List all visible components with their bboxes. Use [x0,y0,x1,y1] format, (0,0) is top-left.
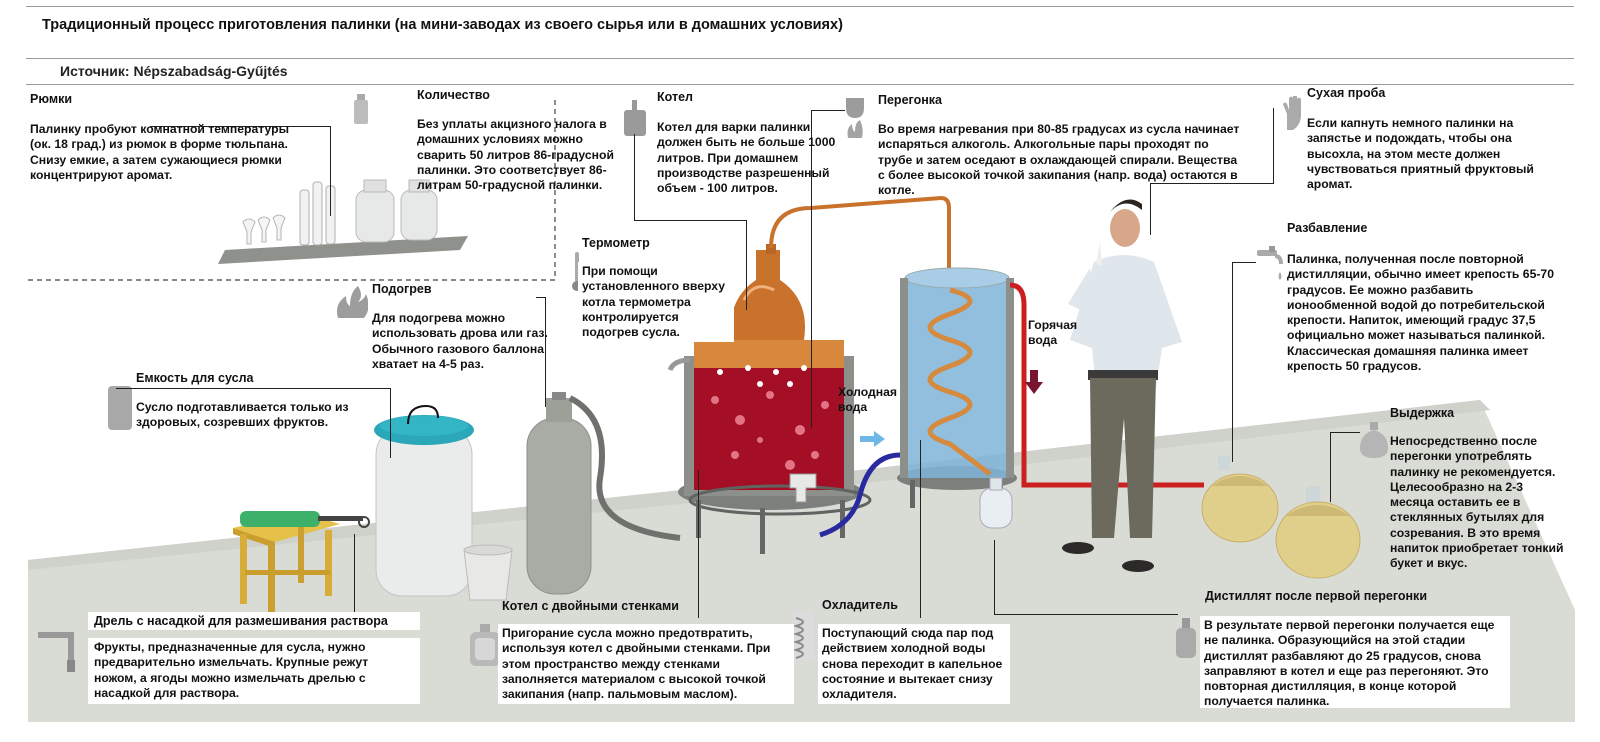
cooler-title: Охладитель [822,598,898,612]
drill-text: Фрукты, предназначенные для сусла, нужно… [88,638,420,704]
mash-text: Сусло подготавливается только из здоровы… [132,398,372,433]
copper-boiler [667,244,872,554]
distill-text: Во время нагревания при 80-85 градусах и… [878,122,1240,198]
glasses-title: Рюмки [30,92,73,106]
double-wall-title: Котел с двойными стенками [502,599,679,613]
bucket [463,544,513,601]
source-credit: Источник: Népszabadság-Gyűjtés [60,63,288,79]
leader-glasses-v [330,126,331,216]
tap-icon [1257,246,1283,280]
thermometer-title: Термометр [582,236,650,250]
coil-icon [792,610,814,660]
cold-water-arrow [860,431,885,447]
man-figure [1062,199,1182,572]
leader-aging-h [1330,432,1360,433]
dry-test-title: Сухая проба [1307,86,1386,100]
leader-distill [811,110,812,428]
distillate-flask [979,477,1013,529]
distill-title: Перегонка [878,93,942,107]
leader-mash-h [116,388,391,389]
leader-distillate-h [994,614,1178,615]
dilution-title: Разбавление [1287,221,1368,235]
dilution-text: Палинка, полученная после повторной дист… [1287,252,1554,374]
mash-barrel [374,404,474,597]
leader-mash [390,388,391,458]
still-icon [846,98,864,138]
leader-heating-h [536,297,546,298]
boiler-title: Котел [657,90,693,104]
vapour-drops [717,365,807,387]
hot-water-arrow [1025,370,1043,394]
tall-bottles [299,181,336,246]
title-rule [26,58,1574,59]
leader-drytest [1273,108,1274,183]
hot-water-label: Горячая вода [1028,318,1078,348]
leader-distillate [994,540,995,614]
aging-text: Непосредственно после перегонки употребл… [1390,434,1564,571]
quantity-text: Без уплаты акцизного налога в домашних у… [417,117,614,193]
leader-drytest-h [1150,183,1274,184]
hand-icon [1283,96,1301,130]
demijohns [1201,456,1361,579]
leader-heating [545,297,546,407]
gas-bottle [526,392,681,595]
boiler-icon [624,100,646,136]
small-bottle-icon [1176,618,1196,658]
hot-water-hose [1009,282,1204,488]
bottle-icon [354,94,368,124]
top-rule [26,6,1574,7]
heating-title: Подогрев [372,282,432,296]
leader-dilution-h [1232,262,1256,263]
demijohn-icon [1360,422,1388,458]
canister-icon [108,386,132,430]
heating-text: Для подогрева можно использовать дрова и… [372,311,548,371]
glasses-text: Палинку пробуют комнатной температуры (о… [30,122,289,182]
cooler-text: Поступающий сюда пар под действием холод… [818,624,1010,704]
mash-title: Емкость для сусла [136,371,254,385]
leader-doublewall [698,470,699,618]
first-distillate-text: В результате первой перегонки получается… [1200,616,1510,708]
glasses-shelf [218,236,468,264]
leader-aging [1330,432,1331,502]
page-title: Традиционный процесс приготовления палин… [42,17,843,33]
leader-drytest-v [1150,183,1151,235]
leader-glasses [150,126,330,127]
source-rule [26,84,1574,85]
flame-icon [337,286,368,318]
cold-water-hose [819,452,901,538]
leader-cooler [920,440,921,618]
thermometer-text: При помощи установленного вверху котла т… [578,262,734,343]
first-distillate-title: Дистиллят после первой перегонки [1205,589,1427,603]
leader-boiler-v [746,220,747,310]
leader-boiler [634,134,635,220]
boiler-text: Котел для варки палинки должен быть не б… [657,120,836,196]
dry-test-text: Если капнуть немного палинки на запястье… [1307,116,1534,192]
drill [240,511,370,528]
tulip-glasses [242,214,286,245]
vapour-pipe [769,195,951,288]
mash-bubbles [711,391,829,470]
double-boiler-icon [470,624,500,666]
drill-title: Дрель с насадкой для размешивания раство… [88,612,420,630]
leader-dilution [1232,262,1233,462]
cold-water-label: Холодная вода [838,385,897,415]
leader-boiler-h [634,220,746,221]
leader-distill-h [811,110,845,111]
double-wall-text: Пригорание сусла можно предотвратить, ис… [498,624,794,704]
leader-drill [354,534,355,614]
aging-title: Выдержка [1390,406,1455,420]
glass-jugs [355,179,438,243]
quantity-title: Количество [417,88,490,102]
cooler-tank [897,267,1017,508]
drill-icon [38,632,75,672]
